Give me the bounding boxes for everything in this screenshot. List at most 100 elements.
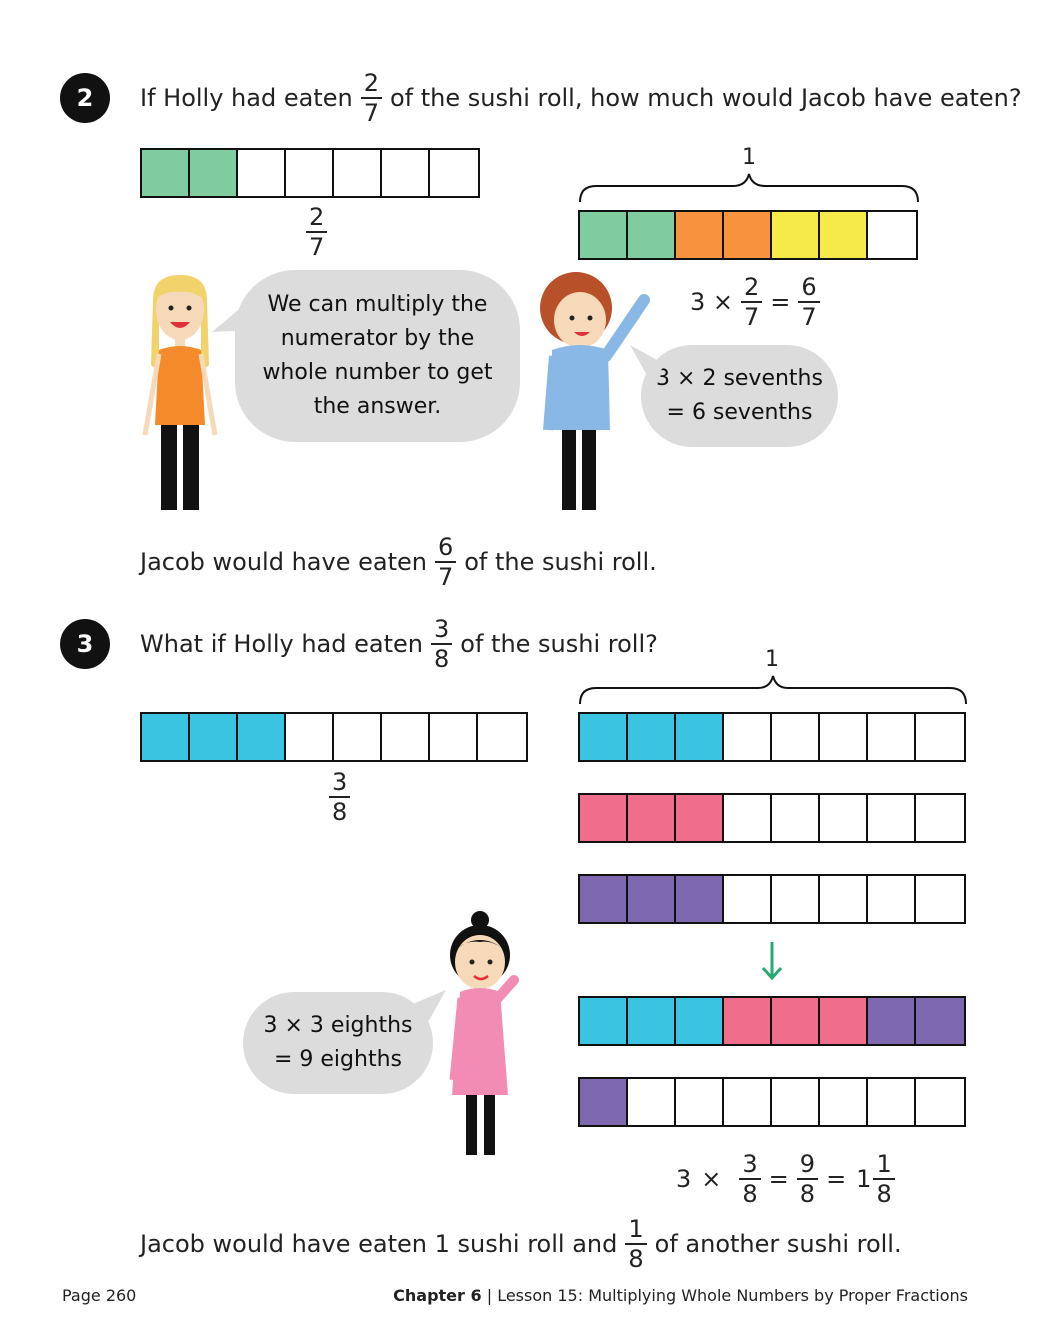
q3-bar-combined-full (578, 996, 966, 1046)
down-arrow-icon (761, 942, 783, 981)
bar-cell (820, 876, 868, 922)
bar-cell (580, 1079, 628, 1125)
numerator: 3 (433, 615, 450, 643)
bar-cell (238, 714, 286, 760)
bar-cell (820, 714, 868, 760)
bar-cell (628, 1079, 676, 1125)
bar-cell (820, 795, 868, 841)
bar-cell (916, 714, 964, 760)
girl-bubble-line-1: 3 × 3 eighths (263, 1013, 413, 1038)
bar-cell (334, 150, 382, 196)
bar-cell (772, 1079, 820, 1125)
bar-cell (676, 795, 724, 841)
bar-cell (868, 876, 916, 922)
jacob-speech-bubble: 3 × 2 sevenths = 6 sevenths (641, 345, 838, 447)
girl-bubble-line-2: = 9 eighths (273, 1047, 402, 1072)
bar-cell (868, 998, 916, 1044)
bar-cell (628, 998, 676, 1044)
bar-cell (382, 714, 430, 760)
denominator: 8 (329, 796, 351, 824)
question-number-2: 2 (60, 73, 110, 123)
q3-answer-pre: Jacob would have eaten 1 sushi roll and (140, 1230, 618, 1258)
bar-cell (724, 795, 772, 841)
denominator: 7 (434, 561, 457, 589)
bar-cell (286, 150, 334, 196)
question-number-3: 3 (60, 619, 110, 669)
numerator: 1 (876, 1150, 892, 1178)
equals-sign: = (770, 288, 791, 316)
bar-cell (676, 1079, 724, 1125)
denominator: 7 (360, 97, 382, 125)
denominator: 8 (625, 1243, 647, 1271)
bar-cell (724, 998, 772, 1044)
numerator: 2 (744, 273, 760, 301)
jacob-bubble-line-1: 3 × 2 sevenths (656, 366, 823, 391)
q2-bar-label: 2 7 (298, 205, 335, 259)
bar-cell (772, 795, 820, 841)
bar-cell (286, 714, 334, 760)
q3-bar-blue (578, 712, 966, 762)
bar-cell (724, 714, 772, 760)
q3-answer-post: of another sushi roll. (654, 1230, 902, 1258)
bar-cell (820, 212, 868, 258)
bar-cell (916, 1079, 964, 1125)
q2-text-post: of the sushi roll, how much would Jacob … (389, 84, 1022, 112)
girl-illustration (449, 911, 519, 1155)
bar-cell (724, 212, 772, 258)
bar-cell (868, 212, 916, 258)
bar-cell (580, 795, 628, 841)
numerator: 6 (437, 533, 454, 561)
q2-brace-label: 1 (742, 145, 756, 170)
footer-separator: | (486, 1286, 493, 1305)
bar-cell (916, 795, 964, 841)
girl-speech-bubble: 3 × 3 eighths = 9 eighths (243, 992, 433, 1094)
bar-cell (772, 998, 820, 1044)
denominator: 8 (796, 1178, 819, 1206)
expr-multiplier: 3 (676, 1165, 692, 1193)
chapter-label: Chapter 6 (393, 1286, 482, 1305)
q3-brace-label: 1 (765, 647, 779, 672)
times-sign: × (701, 1165, 722, 1193)
jacob-illustration (540, 272, 650, 510)
q2-combined-bar (578, 210, 918, 260)
q3-bar-purple (578, 874, 966, 924)
bar-cell (772, 876, 820, 922)
question-2-text: If Holly had eaten 2 7 of the sushi roll… (140, 68, 1022, 128)
numerator: 3 (742, 1150, 758, 1178)
bar-cell (190, 714, 238, 760)
q3-answer: Jacob would have eaten 1 sushi roll and … (140, 1214, 902, 1274)
bar-cell (580, 714, 628, 760)
denominator: 7 (798, 301, 820, 329)
numerator: 1 (628, 1215, 644, 1243)
jacob-bubble-tail (630, 345, 666, 381)
bar-cell (142, 150, 190, 196)
bar-cell (580, 212, 628, 258)
holly-illustration (142, 275, 218, 510)
bar-cell (916, 876, 964, 922)
bar-cell (724, 1079, 772, 1125)
numerator: 6 (801, 273, 817, 301)
equals-sign: = (768, 1165, 789, 1193)
bar-cell (334, 714, 382, 760)
bar-cell (190, 150, 238, 196)
holly-speech-bubble: We can multiply the numerator by the who… (235, 270, 520, 442)
expr-multiplier: 3 × (690, 288, 734, 316)
denominator: 8 (873, 1178, 895, 1206)
bar-cell (724, 876, 772, 922)
numerator: 9 (799, 1150, 816, 1178)
q3-bar-combined-remainder (578, 1077, 966, 1127)
bar-cell (580, 998, 628, 1044)
bar-cell (628, 876, 676, 922)
lesson-title: Lesson 15: Multiplying Whole Numbers by … (497, 1286, 968, 1305)
bar-cell (478, 714, 526, 760)
bar-cell (772, 212, 820, 258)
bar-cell (772, 714, 820, 760)
chapter-lesson-footer: Chapter 6 | Lesson 15: Multiplying Whole… (393, 1286, 968, 1305)
bar-cell (430, 150, 478, 196)
bar-cell (676, 212, 724, 258)
bar-cell (628, 714, 676, 760)
